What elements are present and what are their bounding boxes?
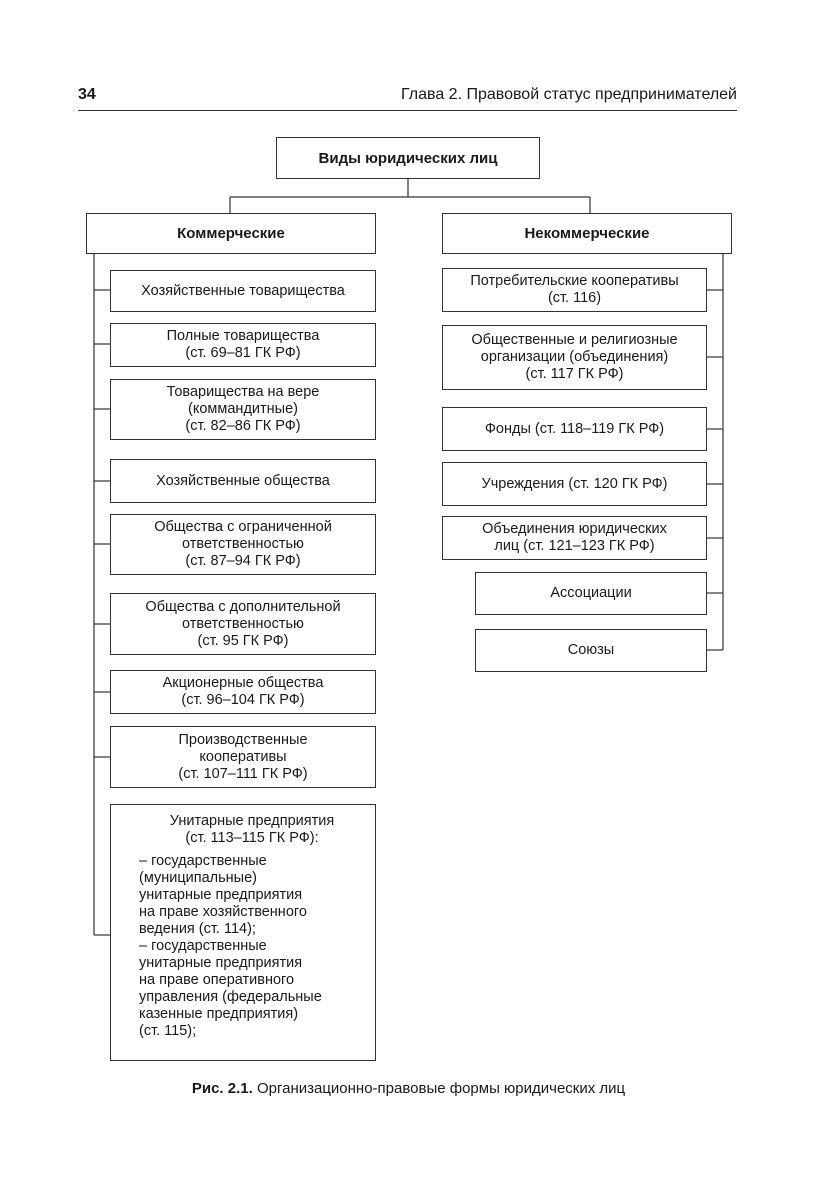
noncommercial-item: Фонды (ст. 118–119 ГК РФ) <box>442 407 707 451</box>
noncommercial-item: Общественные и религиозные организации (… <box>442 325 707 390</box>
figure-caption: Рис. 2.1. Организационно-правовые формы … <box>0 1080 817 1097</box>
unitary-body: – государственные (муниципальные) унитар… <box>139 853 322 1039</box>
header-rule <box>78 110 737 111</box>
unitary-enterprises-box: Унитарные предприятия (ст. 113–115 ГК РФ… <box>110 804 376 1061</box>
commercial-item: Хозяйственные общества <box>110 459 376 503</box>
caption-label: Рис. 2.1. <box>191 1080 253 1097</box>
noncommercial-item: Учреждения (ст. 120 ГК РФ) <box>442 462 707 506</box>
root-box: Виды юридических лиц <box>276 137 540 179</box>
commercial-item: Хозяйственные товарищества <box>110 270 376 312</box>
commercial-item: Производственные кооперативы (ст. 107–11… <box>110 726 376 788</box>
noncommercial-subitem: Союзы <box>475 629 707 672</box>
noncommercial-item: Объединения юридических лиц (ст. 121–123… <box>442 516 707 560</box>
commercial-item: Товарищества на вере (коммандитные) (ст.… <box>110 379 376 440</box>
commercial-item: Общества с ограниченной ответственностью… <box>110 514 376 575</box>
noncommercial-subitem: Ассоциации <box>475 572 707 615</box>
noncommercial-item: Потребительские кооперативы (ст. 116) <box>442 268 707 312</box>
running-head: Глава 2. Правовой статус предпринимателе… <box>401 86 737 103</box>
commercial-header: Коммерческие <box>86 213 376 254</box>
noncommercial-header: Некоммерческие <box>442 213 732 254</box>
page-number: 34 <box>78 86 96 103</box>
unitary-title: Унитарные предприятия (ст. 113–115 ГК РФ… <box>169 813 335 846</box>
commercial-item: Акционерные общества (ст. 96–104 ГК РФ) <box>110 670 376 714</box>
commercial-item: Полные товарищества (ст. 69–81 ГК РФ) <box>110 323 376 367</box>
commercial-item: Общества с дополнительной ответственност… <box>110 593 376 655</box>
caption-text: Организационно-правовые формы юридически… <box>252 1080 626 1097</box>
